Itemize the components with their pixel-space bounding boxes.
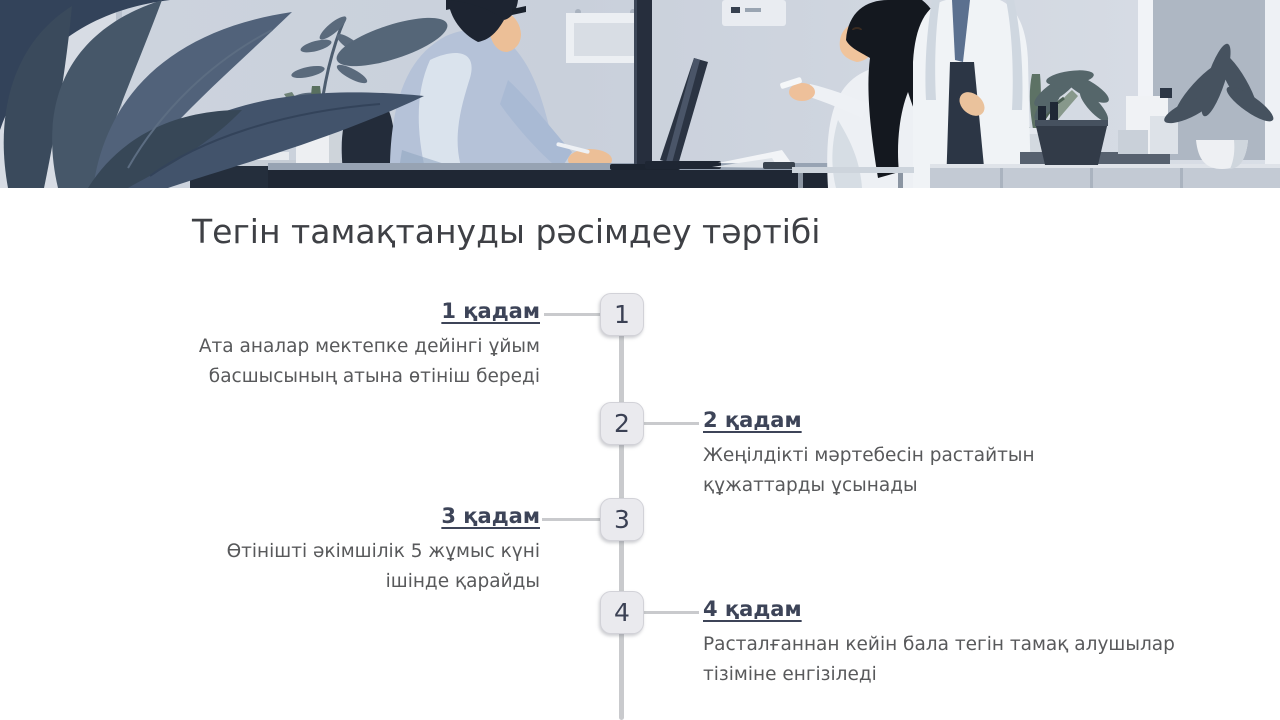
step-3-block: 3 қадам Өтінішті әкімшілік 5 жұмыс күні …: [200, 504, 540, 597]
step-2-description: Жеңілдікті мәртебесін растайтын құжаттар…: [703, 445, 1035, 496]
step-3-description: Өтінішті әкімшілік 5 жұмыс күні ішінде қ…: [226, 541, 540, 592]
step-4-badge: 4: [600, 591, 644, 634]
step-4-block: 4 қадам Расталғаннан кейін бала тегін та…: [703, 597, 1203, 690]
step-1-description: Ата аналар мектепке дейінгі ұйым басшысы…: [198, 336, 540, 387]
office-illustration-banner: [0, 0, 1280, 188]
step-3-badge: 3: [600, 498, 644, 541]
step-2-connector: [644, 422, 699, 425]
step-1-block: 1 қадам Ата аналар мектепке дейінгі ұйым…: [170, 299, 540, 392]
step-3-connector: [542, 518, 600, 521]
step-2-badge: 2: [600, 402, 644, 445]
step-4-description: Расталғаннан кейін бала тегін тамақ алуш…: [703, 634, 1175, 685]
step-3-label: 3 қадам: [441, 504, 540, 528]
step-4-connector: [644, 611, 699, 614]
step-1-badge: 1: [600, 293, 644, 336]
step-1-connector: [544, 313, 600, 316]
step-1-label: 1 қадам: [441, 299, 540, 323]
office-scene-illustration: [0, 0, 1280, 188]
slide-title: Тегін тамақтануды рәсімдеу тәртібі: [192, 212, 821, 251]
step-2-block: 2 қадам Жеңілдікті мәртебесін растайтын …: [703, 408, 1053, 501]
step-2-label: 2 қадам: [703, 408, 802, 432]
step-4-label: 4 қадам: [703, 597, 802, 621]
